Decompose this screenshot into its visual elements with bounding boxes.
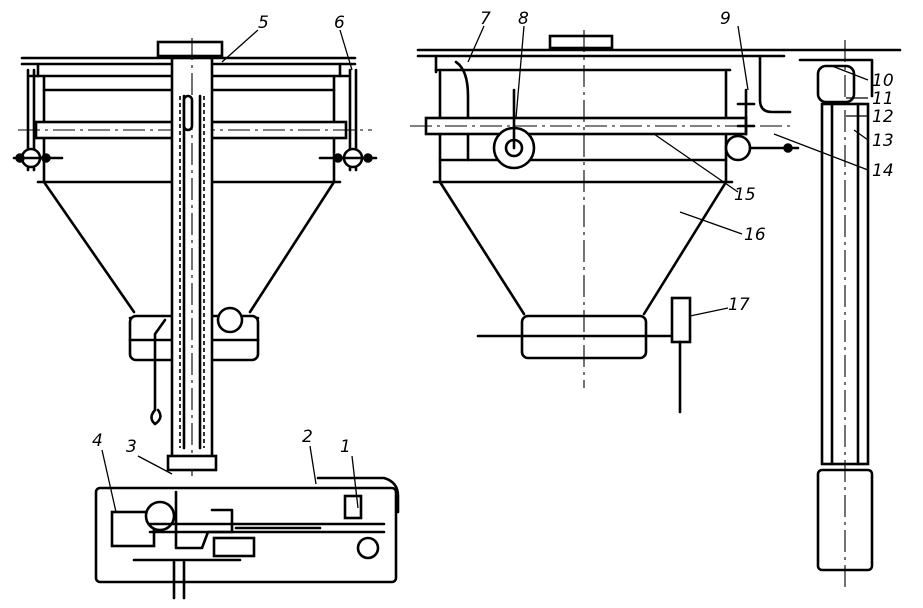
callout-3: 3 (126, 437, 137, 457)
callout-9: 9 (720, 9, 731, 29)
callout-17: 17 (728, 295, 750, 315)
right-column (758, 40, 902, 590)
left-vertical-pipe (166, 38, 218, 476)
right-view (410, 30, 902, 590)
callout-13: 13 (872, 131, 894, 151)
callout-2: 2 (302, 427, 313, 447)
callout-7: 7 (480, 9, 491, 29)
leader-lines (101, 25, 869, 513)
callout-5: 5 (258, 13, 269, 33)
callout-14: 14 (872, 161, 894, 181)
right-upper-body (410, 60, 800, 184)
callout-16: 16 (744, 225, 766, 245)
left-view (12, 38, 400, 600)
callout-1: 1 (340, 437, 351, 457)
left-side-rods (12, 68, 378, 172)
callout-labels: 1 2 3 4 5 6 7 8 9 10 11 12 13 14 15 16 1… (92, 9, 894, 457)
callout-6: 6 (334, 13, 345, 33)
callout-15: 15 (734, 185, 756, 205)
callout-8: 8 (518, 9, 529, 29)
callout-10: 10 (872, 71, 894, 91)
right-cone (438, 30, 728, 414)
callout-11: 11 (872, 89, 894, 109)
callout-12: 12 (872, 107, 894, 127)
left-drive-housing (94, 476, 400, 600)
right-top-plate (416, 34, 786, 74)
callout-4: 4 (92, 431, 103, 451)
